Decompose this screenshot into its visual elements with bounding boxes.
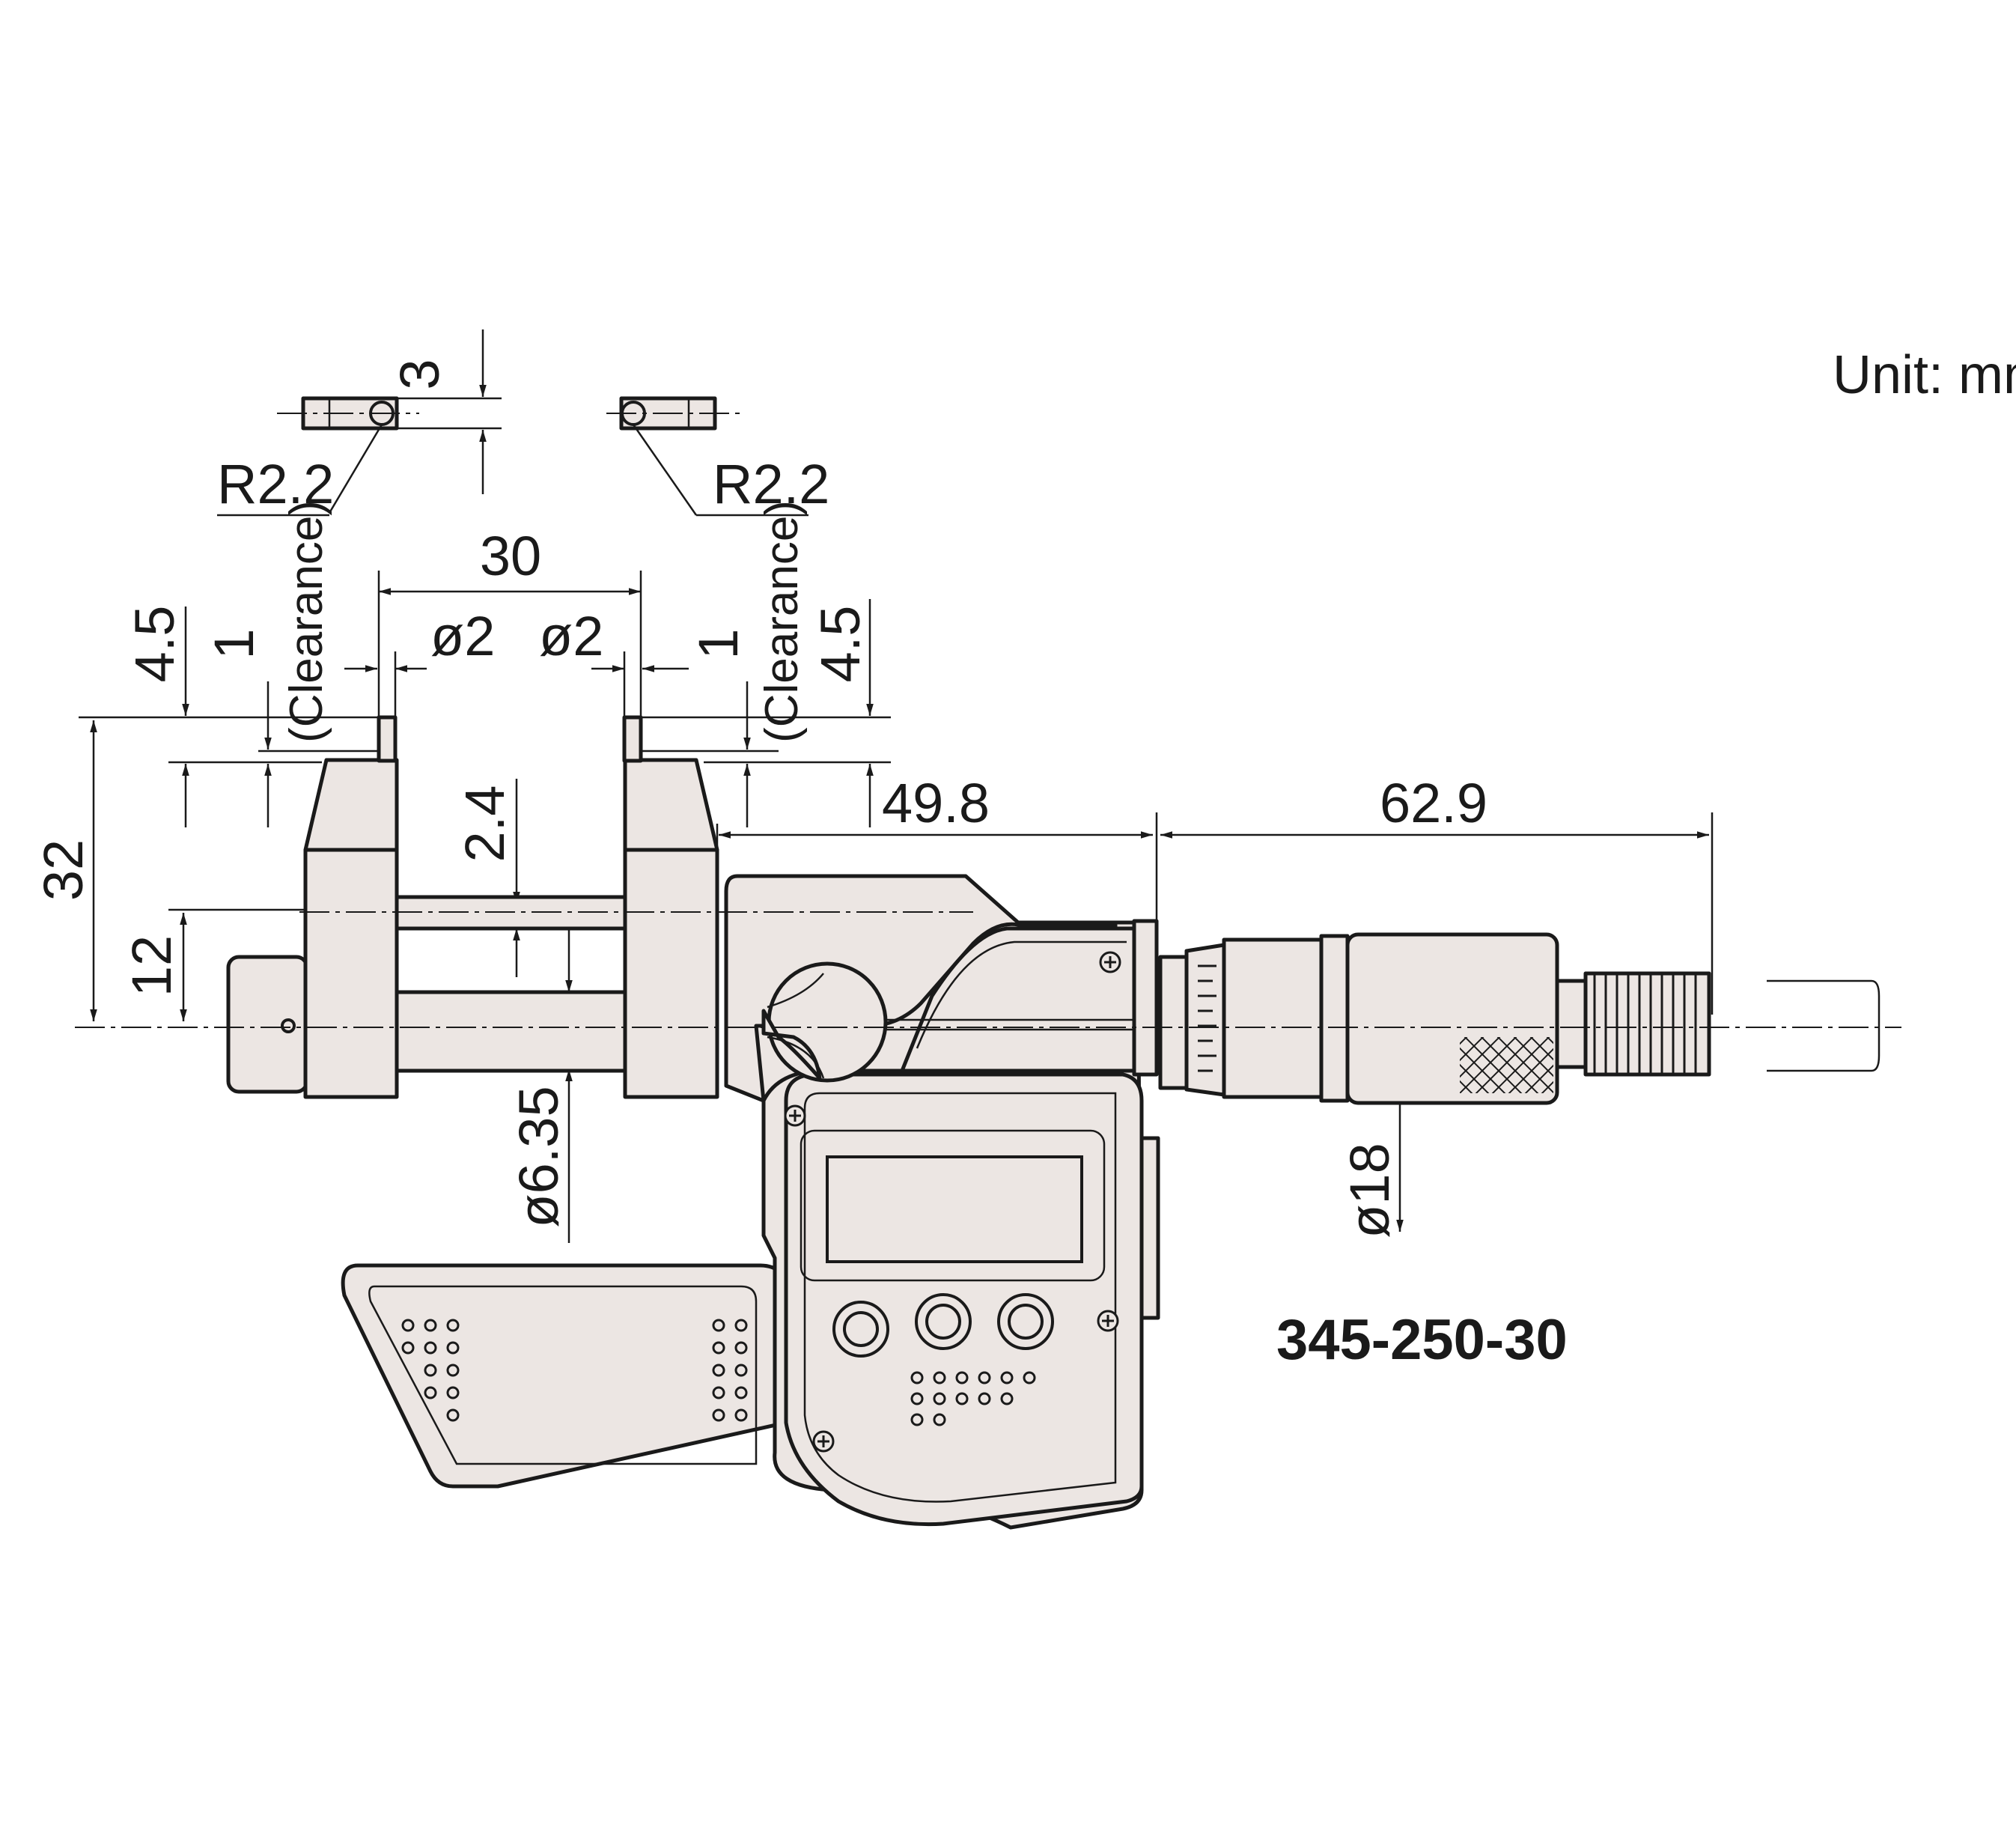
label-tip-dia-left: ø2 <box>430 605 495 667</box>
dim-tip-thickness <box>397 329 502 494</box>
thimble-assembly[interactable] <box>1158 932 1711 1105</box>
label-tip-length-left: 4.5 <box>124 606 186 683</box>
model-number: 345-250-30 <box>1276 1308 1568 1372</box>
unit-label: Unit: mm <box>1833 345 2016 405</box>
label-rod-gap: 2.4 <box>454 785 516 863</box>
dim-tip-dia <box>344 651 689 717</box>
jaw-left <box>303 715 399 1099</box>
label-thimble-length: 62.9 <box>1380 772 1487 834</box>
button-row[interactable] <box>832 1293 1054 1358</box>
head-dots <box>910 1371 1036 1426</box>
guide-rods <box>226 895 631 1094</box>
label-frame-length: 49.8 <box>882 772 990 834</box>
dim-thimble-length <box>1160 812 1714 1015</box>
label-clearance-note-left: (Clearance) <box>281 500 332 743</box>
label-spindle-dia: ø6.35 <box>508 1086 570 1227</box>
label-thimble-dia: ø18 <box>1339 1143 1401 1238</box>
label-clearance-note-right: (Clearance) <box>756 500 808 743</box>
screw-icons <box>784 951 1121 1453</box>
dim-left-tip <box>79 607 379 827</box>
label-overall-height: 32 <box>32 839 94 901</box>
label-jaw-spacing: 30 <box>480 525 541 587</box>
tip-detail-left <box>217 396 419 517</box>
label-tip-thickness: 3 <box>389 359 451 389</box>
dim-jaw-spacing <box>377 571 642 717</box>
jaw-right <box>622 715 719 1099</box>
tip-detail-right <box>606 396 808 517</box>
label-rod-offset: 12 <box>121 935 183 997</box>
frame-head <box>724 874 1144 1530</box>
label-radius-left: R2.2 <box>217 453 334 515</box>
label-radius-right: R2.2 <box>713 453 829 515</box>
label-clearance-right: 1 <box>687 628 749 659</box>
label-tip-dia-right: ø2 <box>539 605 603 667</box>
dim-right-tip <box>641 599 891 827</box>
lock-knob[interactable] <box>761 961 888 1083</box>
frame-side-housing <box>1132 919 1160 1320</box>
label-clearance-left: 1 <box>203 628 265 659</box>
base-dots <box>401 1319 748 1422</box>
spindle-extension-ghost <box>1767 979 1881 1072</box>
label-tip-length-right: 4.5 <box>809 606 871 683</box>
lcd-display <box>800 1129 1106 1282</box>
